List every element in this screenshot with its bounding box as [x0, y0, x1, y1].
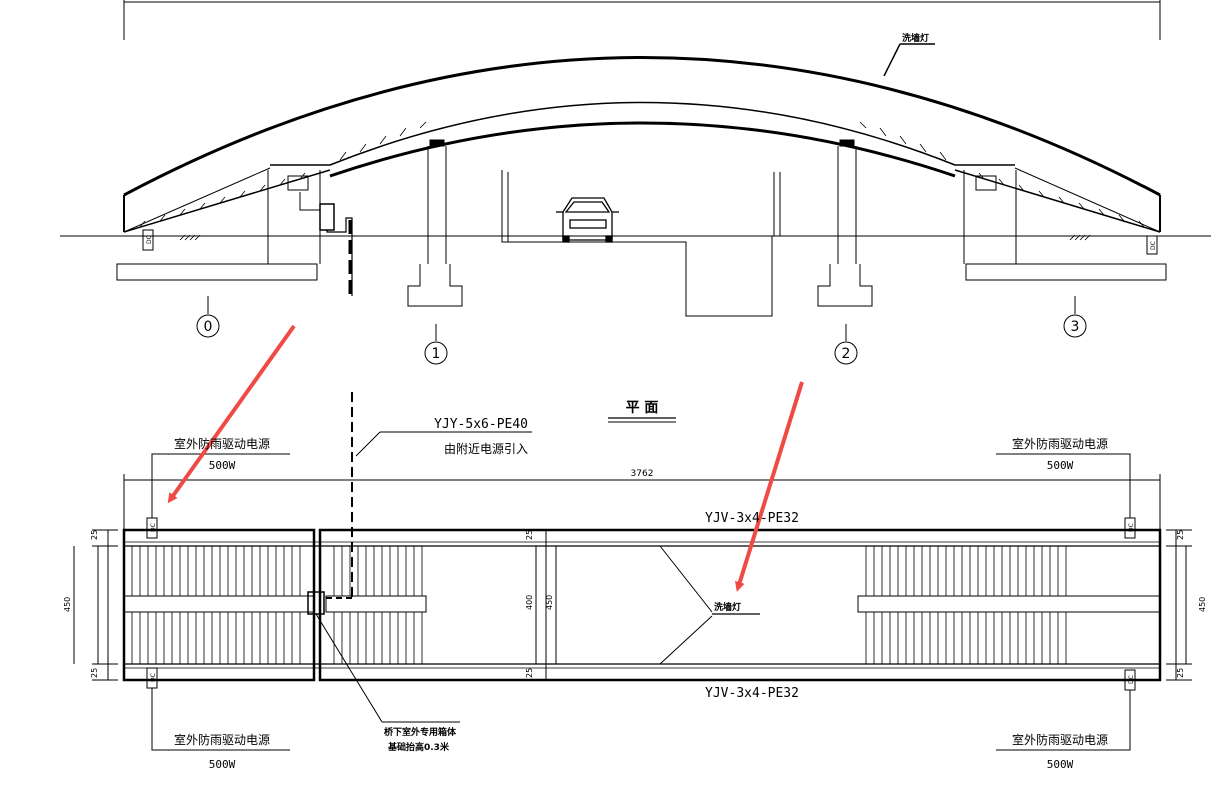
dim-25-center-bottom: 25 [525, 668, 534, 678]
plan-view [73, 392, 1192, 751]
plan-dc-bottom-left: DC [150, 673, 157, 682]
axis-label-0: 0 [204, 319, 213, 335]
driver-power-top-right: 室外防雨驱动电源 [1012, 436, 1108, 451]
axis-label-3: 3 [1071, 319, 1080, 335]
driver-power-top-left: 室外防雨驱动电源 [174, 436, 270, 451]
box-label-line1: 桥下室外专用箱体 [384, 726, 457, 738]
feed-cable-label: YJY-5x6-PE40 [434, 417, 528, 432]
driver-power-bottom-left: 室外防雨驱动电源 [174, 732, 270, 747]
pier-1 [407, 139, 463, 307]
plan-wall-light-label: 洗墙灯 [714, 601, 741, 613]
dim-450-left: 450 [63, 597, 72, 612]
plan-title: 平 面 [626, 400, 659, 416]
dim-450-center: 450 [545, 595, 554, 610]
elevation-wall-light-label: 洗墙灯 [902, 32, 929, 44]
driver-power-bottom-right: 室外防雨驱动电源 [1012, 732, 1108, 747]
outer-arch [123, 56, 1161, 197]
driver-watt-bottom-left: 500W [209, 758, 236, 771]
dim-25-left-top: 25 [90, 530, 99, 540]
box-label-line2: 基础抬高0.3米 [387, 741, 450, 753]
plan-dc-bottom-right: DC [1128, 675, 1135, 684]
car-icon [556, 197, 619, 243]
deck-top [270, 101, 1015, 166]
overall-dimension: 3762 [631, 469, 654, 479]
elevation-dc-left: DC [146, 235, 153, 244]
feed-source-label: 由附近电源引入 [444, 442, 528, 456]
axis-label-2: 2 [842, 346, 851, 362]
axis-label-1: 1 [432, 346, 441, 362]
dim-25-left-bottom: 25 [90, 668, 99, 678]
dim-400-center: 400 [525, 595, 534, 610]
elevation-view [60, 0, 1211, 365]
driver-watt-top-left: 500W [209, 459, 236, 472]
annotation-arrows [167, 324, 804, 592]
deck-bottom [329, 121, 956, 178]
dim-25-right-top: 25 [1176, 530, 1185, 540]
dim-25-center-top: 25 [525, 530, 534, 540]
elevation-dc-right: DC [1150, 241, 1157, 250]
dim-450-right: 450 [1198, 597, 1207, 612]
plan-dc-top-left: DC [150, 523, 157, 532]
red-arrow-left [167, 324, 296, 504]
driver-watt-bottom-right: 500W [1047, 758, 1074, 771]
dim-25-right-bottom: 25 [1176, 668, 1185, 678]
plan-dc-top-right: DC [1128, 523, 1135, 532]
cable-top-label: YJV-3x4-PE32 [705, 511, 799, 526]
pier-2 [817, 139, 873, 307]
cable-bottom-label: YJV-3x4-PE32 [705, 686, 799, 701]
red-arrow-right [735, 381, 804, 592]
driver-watt-top-right: 500W [1047, 459, 1074, 472]
